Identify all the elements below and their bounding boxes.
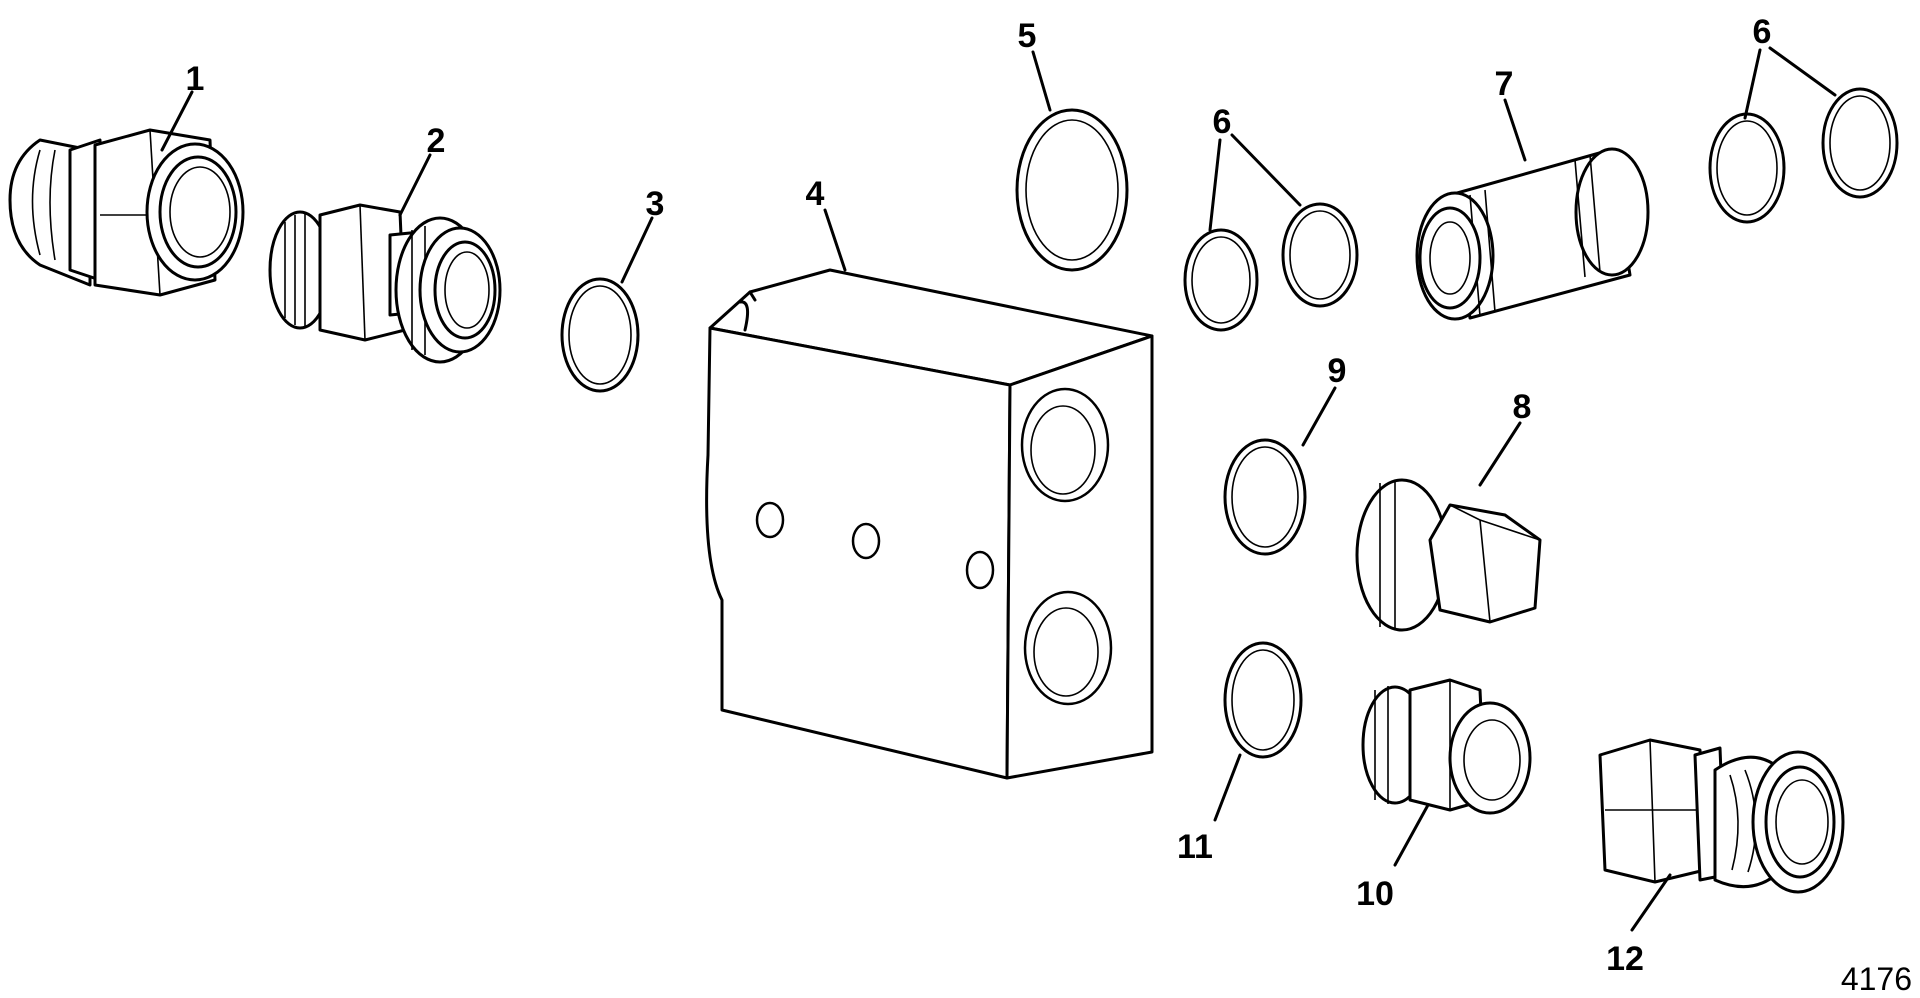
leader-6a-left bbox=[1208, 138, 1222, 232]
callout-11: 11 bbox=[1177, 828, 1213, 866]
callout-6a: 6 bbox=[1213, 103, 1232, 141]
part-7-sleeve bbox=[1415, 147, 1650, 321]
leader-6b-right bbox=[1768, 46, 1837, 97]
callout-10: 10 bbox=[1356, 875, 1394, 913]
leader-2 bbox=[398, 153, 432, 217]
leader-1 bbox=[160, 90, 194, 152]
leader-3 bbox=[620, 216, 654, 284]
leader-8 bbox=[1478, 421, 1522, 487]
part-8-plug bbox=[1355, 478, 1542, 632]
callout-3: 3 bbox=[646, 185, 665, 223]
callout-1: 1 bbox=[186, 60, 205, 98]
callout-8: 8 bbox=[1513, 388, 1532, 426]
part-9-o-ring bbox=[1223, 438, 1307, 556]
part-4-valve-block bbox=[705, 268, 1154, 780]
part-5-o-ring bbox=[1015, 108, 1129, 272]
callout-6b: 6 bbox=[1753, 13, 1772, 51]
callout-labels: 1 2 3 4 5 6 7 6 9 8 11 10 12 bbox=[186, 13, 1772, 978]
leader-10 bbox=[1393, 803, 1430, 867]
callout-12: 12 bbox=[1606, 940, 1644, 978]
callout-7: 7 bbox=[1495, 65, 1514, 103]
part-3-o-ring bbox=[560, 277, 640, 393]
leader-5 bbox=[1031, 50, 1052, 112]
part-10-fitting bbox=[1361, 678, 1532, 815]
part-12-hose-fitting bbox=[1598, 738, 1845, 894]
part-6-o-ring-pair-a bbox=[1183, 202, 1359, 332]
part-2-adapter-fitting bbox=[268, 203, 502, 364]
leader-lines bbox=[160, 46, 1837, 932]
leader-7 bbox=[1503, 98, 1527, 162]
callout-5: 5 bbox=[1018, 17, 1037, 55]
leader-6b-left bbox=[1743, 48, 1762, 120]
callout-2: 2 bbox=[427, 122, 446, 160]
leader-11 bbox=[1213, 753, 1242, 822]
leader-9 bbox=[1301, 386, 1337, 447]
leader-12 bbox=[1630, 873, 1672, 932]
callout-9: 9 bbox=[1328, 352, 1347, 390]
figure-id: 4176 bbox=[1841, 961, 1912, 997]
part-6-o-ring-pair-b bbox=[1708, 87, 1899, 224]
part-11-o-ring bbox=[1223, 641, 1303, 759]
callout-4: 4 bbox=[806, 175, 825, 213]
part-1-hose-fitting bbox=[8, 128, 245, 297]
leader-6a-right bbox=[1230, 133, 1302, 207]
leader-4 bbox=[823, 208, 847, 272]
